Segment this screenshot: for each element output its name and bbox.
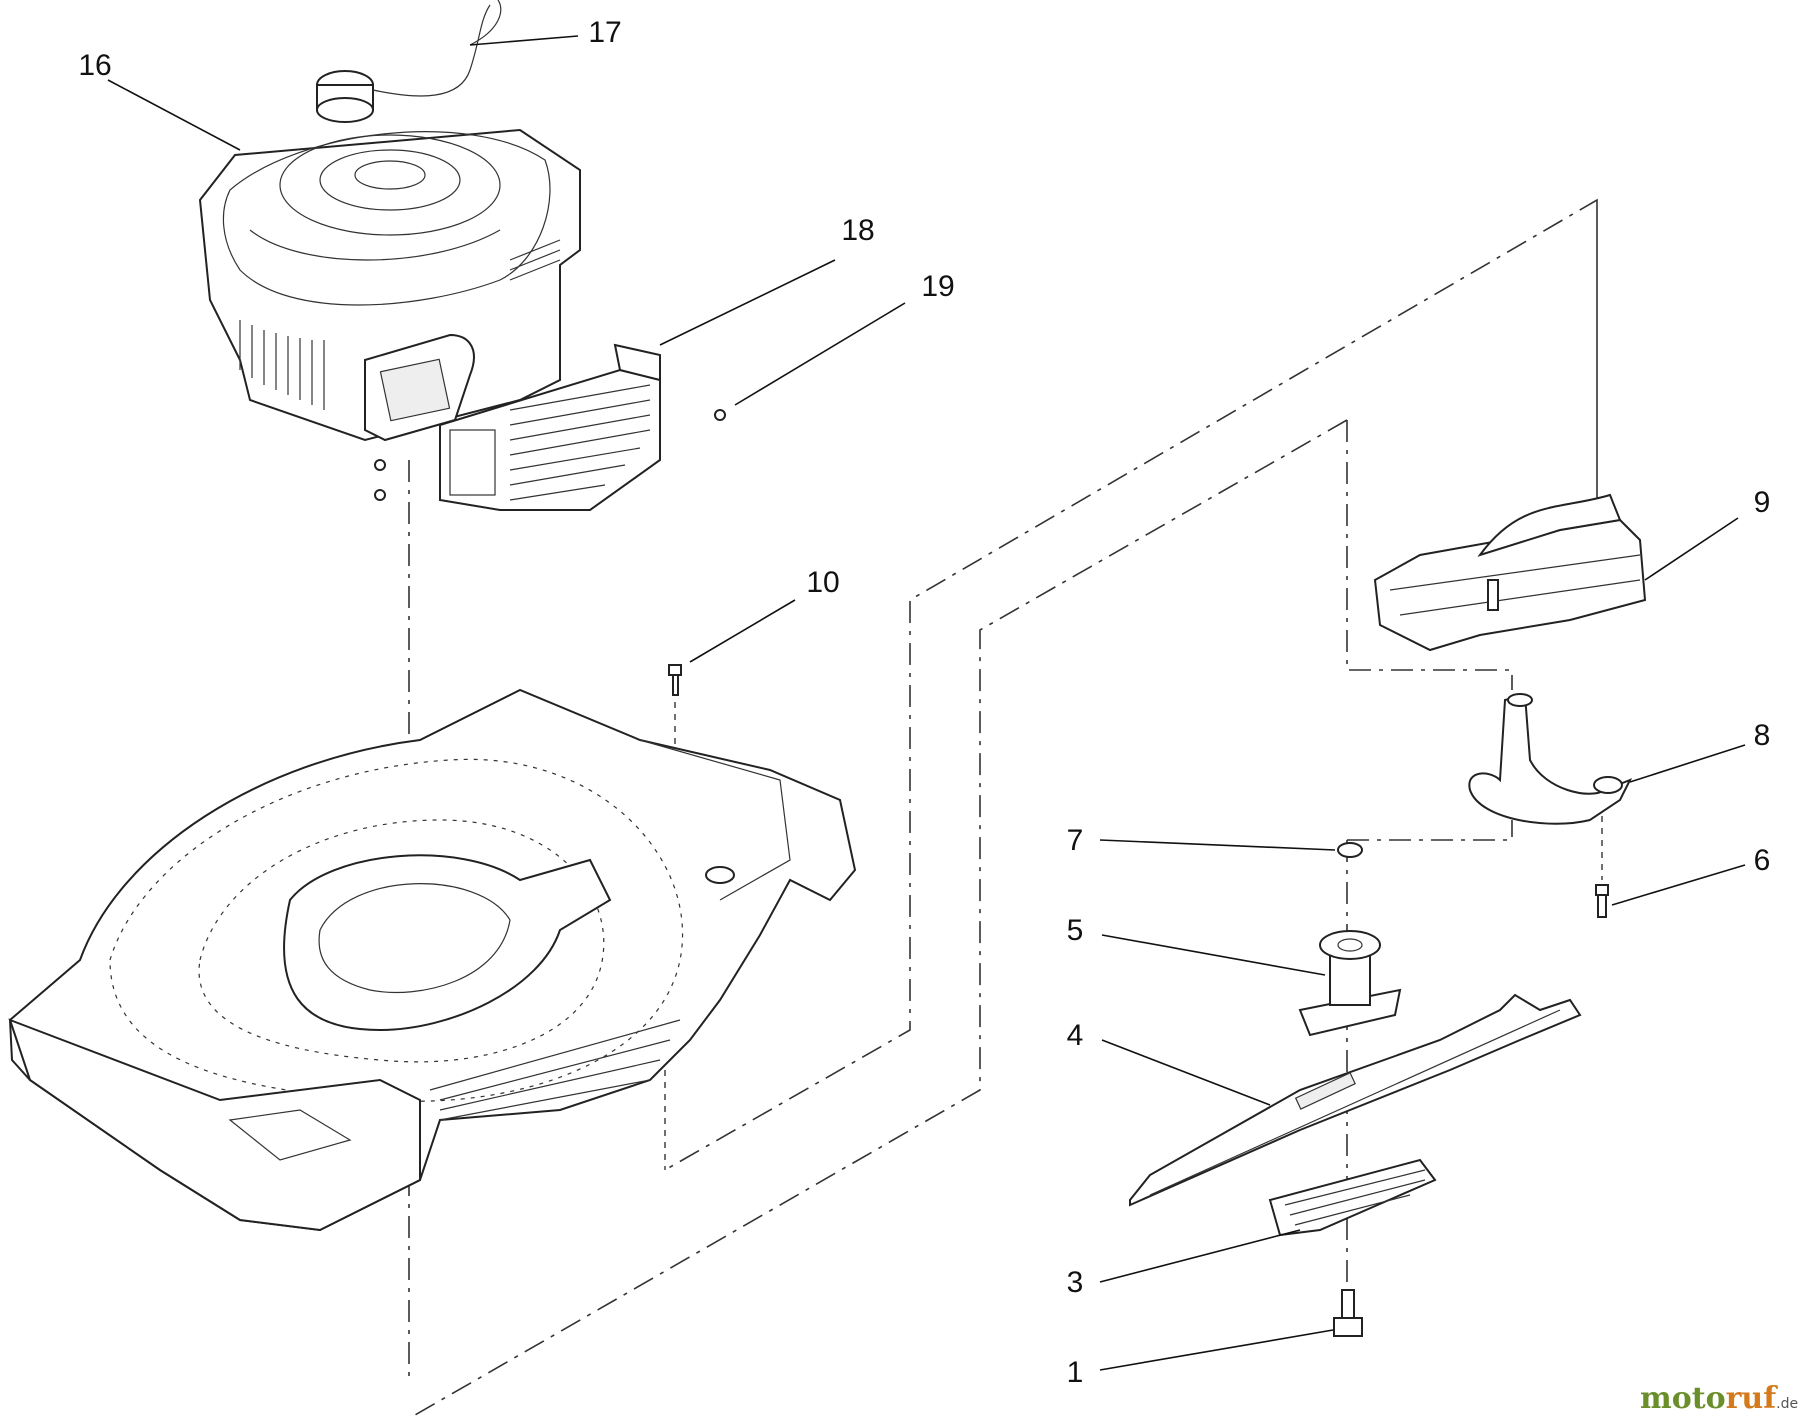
- callout-1: 1: [1067, 1356, 1084, 1389]
- bolt-10: [668, 664, 682, 696]
- bracket-8: [1468, 693, 1633, 825]
- engine: [198, 4, 581, 442]
- heat-guard: [439, 343, 661, 511]
- blade-4: [1129, 993, 1582, 1207]
- screws-engine: [374, 409, 726, 501]
- callout-16: 16: [78, 49, 111, 82]
- washer-7: [1337, 842, 1363, 858]
- callout-9: 9: [1754, 486, 1771, 519]
- callout-5: 5: [1067, 914, 1084, 947]
- callout-7: 7: [1067, 824, 1084, 857]
- callout-17: 17: [588, 16, 621, 49]
- callout-19: 19: [921, 270, 954, 303]
- svg-text:motoruf.de: motoruf.de: [1640, 1381, 1798, 1416]
- callout-6: 6: [1754, 844, 1771, 877]
- baffle-9: [1373, 493, 1647, 652]
- bolt-1: [1333, 1289, 1363, 1337]
- spark-plug-wire: [469, 0, 502, 46]
- watermark-logo: motoruf.de: [1640, 1381, 1798, 1416]
- callout-labels: 16 17 18 19 10 9 8 6 7 5 4 3 1: [78, 16, 1770, 1389]
- callout-8: 8: [1754, 719, 1771, 752]
- callout-3: 3: [1067, 1266, 1084, 1299]
- mower-deck: [8, 688, 857, 1232]
- stiffener-3: [1268, 1158, 1437, 1237]
- callout-4: 4: [1067, 1019, 1084, 1052]
- callout-18: 18: [841, 214, 874, 247]
- bolt-6: [1595, 884, 1609, 918]
- blade-adapter-5: [1298, 930, 1402, 1037]
- callout-10: 10: [806, 566, 839, 599]
- leader-lines: [107, 35, 1746, 1371]
